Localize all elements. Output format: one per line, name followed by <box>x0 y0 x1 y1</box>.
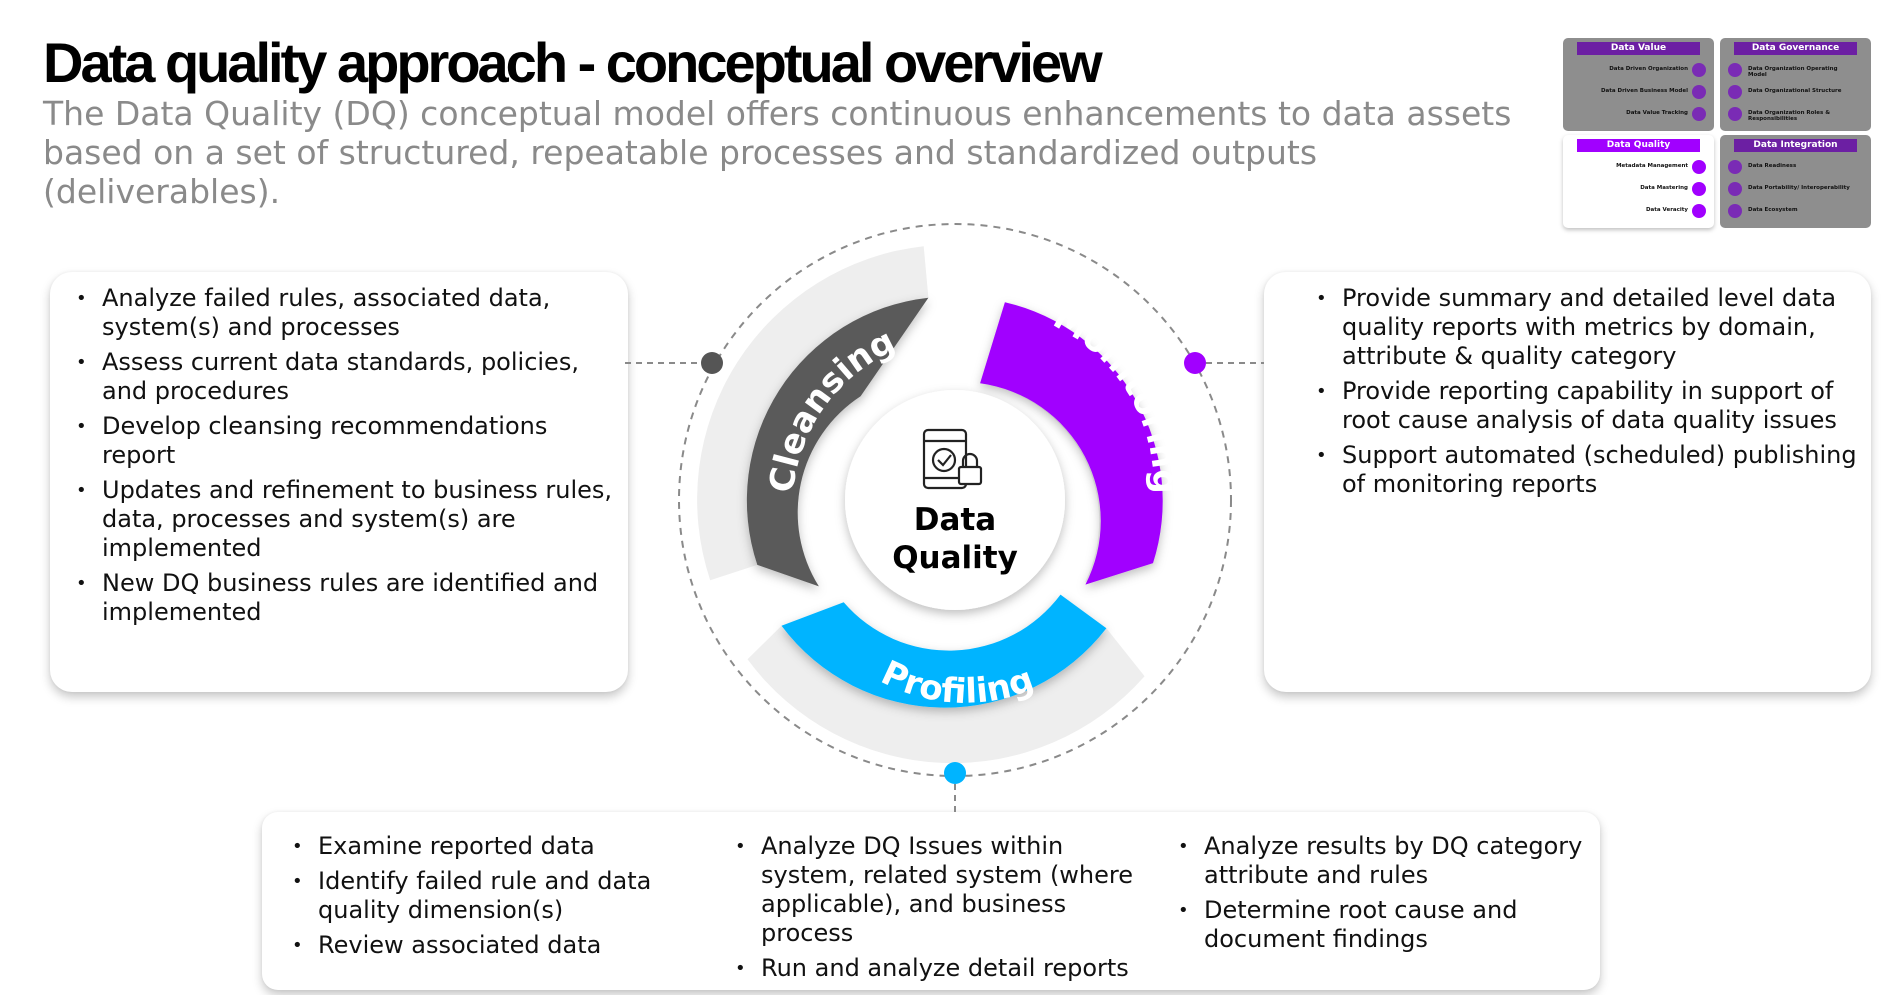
thumb-item: Metadata Management <box>1563 159 1714 176</box>
profiling-bullet-list: Examine reported data Identify failed ru… <box>292 832 712 966</box>
thumb-item: Data Organization Roles & Responsibiliti… <box>1720 106 1871 123</box>
thumb-item-icon <box>1728 63 1742 77</box>
thumb-item-icon <box>1692 85 1706 99</box>
center-label-line1: Data <box>914 502 996 538</box>
bullet-item: Updates and refinement to business rules… <box>76 476 616 563</box>
bullet-item: Provide reporting capability in support … <box>1316 377 1861 435</box>
monitoring-segment <box>980 302 1163 585</box>
bullet-item: Support automated (scheduled) publishing… <box>1316 441 1861 499</box>
bullet-item: Run and analyze detail reports <box>735 954 1165 983</box>
thumb-item: Data Veracity <box>1563 203 1714 220</box>
thumb-quadrant-data-integration: Data Integration Data Readiness Data Por… <box>1720 135 1871 228</box>
profiling-bullet-list: Analyze results by DQ category attribute… <box>1178 832 1588 960</box>
thumb-item-icon <box>1728 182 1742 196</box>
cleansing-segment <box>746 297 929 587</box>
page-subtitle: The Data Quality (DQ) conceptual model o… <box>43 94 1512 211</box>
bullet-item: Develop cleansing recommendations report <box>76 412 616 470</box>
thumb-item: Data Mastering <box>1563 181 1714 198</box>
framework-thumbnail: Data Value Data Driven Organization Data… <box>1563 38 1871 228</box>
page-title: Data quality approach - conceptual overv… <box>43 31 1103 94</box>
thumb-quadrant-title: Data Integration <box>1734 139 1857 152</box>
thumb-item: Data Portability/ Interoperability <box>1720 181 1871 198</box>
monitoring-connector-dot <box>1184 352 1206 374</box>
thumb-item: Data Organizational Structure <box>1720 84 1871 101</box>
profiling-connector-dot <box>944 762 966 784</box>
thumb-item-icon <box>1728 107 1742 121</box>
bullet-item: Analyze results by DQ category attribute… <box>1178 832 1588 890</box>
tablet-check-lock-icon <box>922 428 983 490</box>
bullet-item: Review associated data <box>292 931 712 960</box>
bullet-item: Analyze DQ Issues within system, related… <box>735 832 1165 948</box>
bullet-item: Determine root cause and document findin… <box>1178 896 1588 954</box>
thumb-item-icon <box>1728 204 1742 218</box>
bullet-item: Provide summary and detailed level data … <box>1316 284 1861 371</box>
thumb-quadrant-data-value: Data Value Data Driven Organization Data… <box>1563 38 1714 131</box>
thumb-item: Data Value Tracking <box>1563 106 1714 123</box>
thumb-item-icon <box>1728 160 1742 174</box>
monitoring-card: Provide summary and detailed level data … <box>1264 272 1871 692</box>
center-label-line2: Quality <box>892 540 1018 576</box>
center-circle <box>845 390 1065 610</box>
thumb-item: Data Readiness <box>1720 159 1871 176</box>
cleansing-card: Analyze failed rules, associated data, s… <box>50 272 628 692</box>
thumb-item: Data Driven Business Model <box>1563 84 1714 101</box>
profiling-card: Examine reported data Identify failed ru… <box>262 812 1600 990</box>
thumb-quadrant-data-quality: Data Quality Metadata Management Data Ma… <box>1563 135 1714 228</box>
bullet-item: New DQ business rules are identified and… <box>76 569 616 627</box>
profiling-segment-backplate <box>747 625 1145 764</box>
thumb-item: Data Organization Operating Model <box>1720 62 1871 79</box>
cleansing-bullet-list: Analyze failed rules, associated data, s… <box>76 284 616 633</box>
bullet-item: Assess current data standards, policies,… <box>76 348 616 406</box>
monitoring-bullet-list: Provide summary and detailed level data … <box>1316 284 1861 505</box>
thumb-item-icon <box>1692 204 1706 218</box>
cleansing-segment-backplate <box>697 246 929 581</box>
cleansing-connector-dot <box>701 352 723 374</box>
profiling-segment <box>781 594 1107 708</box>
bullet-item: Analyze failed rules, associated data, s… <box>76 284 616 342</box>
thumb-item: Data Ecosystem <box>1720 203 1871 220</box>
thumb-item-icon <box>1728 85 1742 99</box>
bullet-item: Examine reported data <box>292 832 712 861</box>
thumb-quadrant-title: Data Value <box>1577 42 1700 55</box>
thumb-item: Data Driven Organization <box>1563 62 1714 79</box>
thumb-item-icon <box>1692 160 1706 174</box>
thumb-quadrant-data-governance: Data Governance Data Organization Operat… <box>1720 38 1871 131</box>
thumb-quadrant-title: Data Quality <box>1577 139 1700 152</box>
bullet-item: Identify failed rule and data quality di… <box>292 867 712 925</box>
thumb-item-icon <box>1692 63 1706 77</box>
profiling-bullet-list: Analyze DQ Issues within system, related… <box>735 832 1165 989</box>
thumb-quadrant-title: Data Governance <box>1734 42 1857 55</box>
thumb-item-icon <box>1692 182 1706 196</box>
thumb-item-icon <box>1692 107 1706 121</box>
